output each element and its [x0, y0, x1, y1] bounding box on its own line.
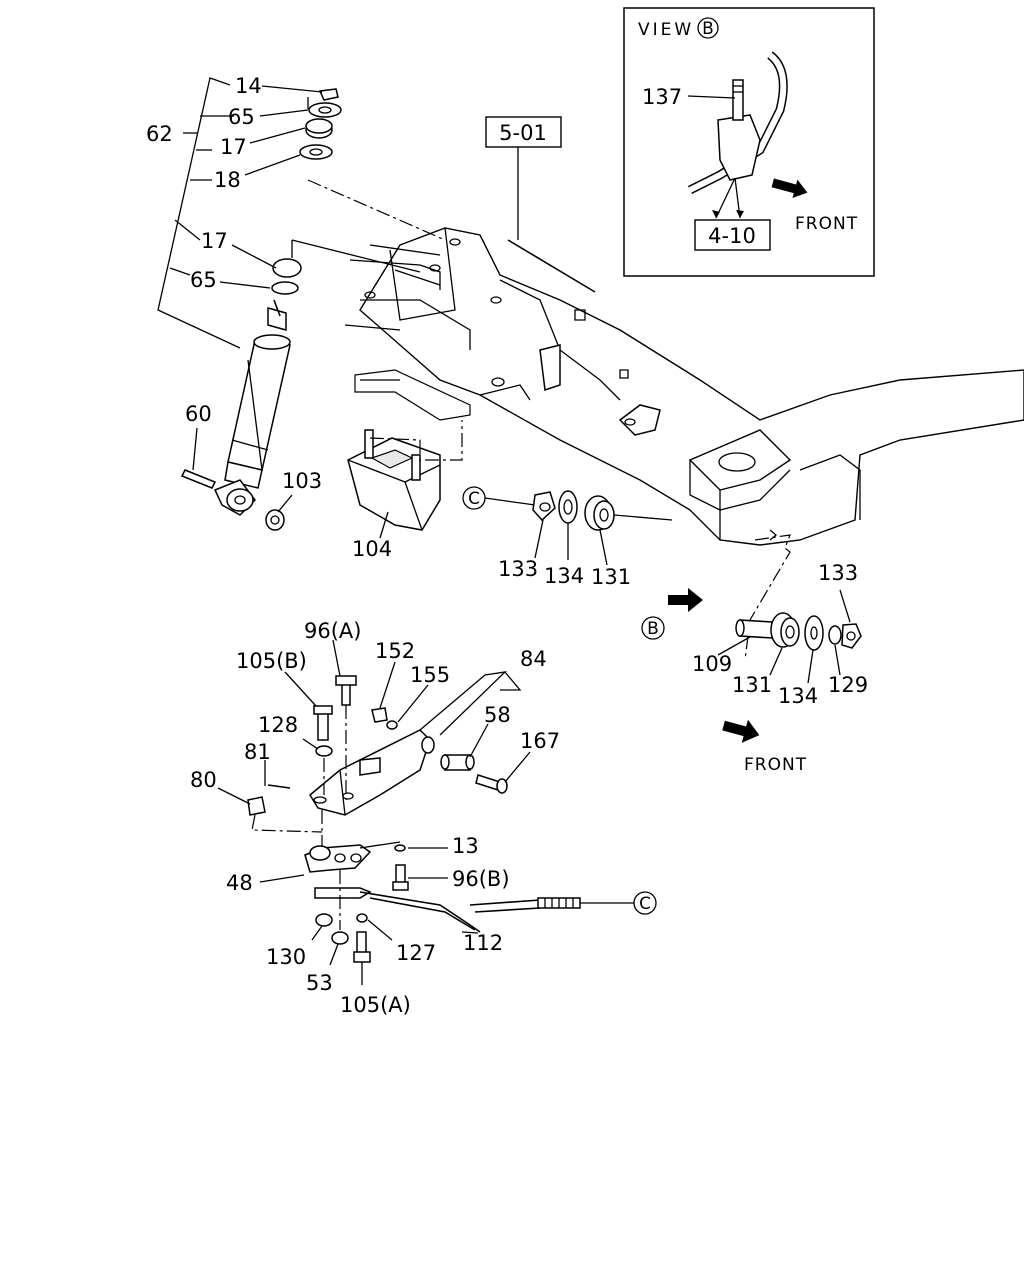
front-arrow-icon — [771, 178, 808, 198]
front-arrow-main-icon — [722, 719, 760, 743]
label-133a: 133 — [498, 557, 538, 581]
ref-5-01: 5-01 — [485, 116, 596, 293]
bump-stopper-104 — [347, 420, 463, 539]
washer-127 — [356, 913, 368, 923]
nut-130 — [315, 913, 333, 927]
clip-81 — [267, 784, 291, 789]
label-104: 104 — [352, 537, 392, 561]
marker-c-top: C — [468, 489, 480, 509]
label-133b: 133 — [818, 561, 858, 585]
label-48: 48 — [226, 871, 253, 895]
nut-152 — [371, 707, 388, 723]
view-b-inset: VIEW B 137 FRONT 4-10 — [623, 7, 875, 277]
label-62: 62 — [146, 122, 173, 146]
label-18: 18 — [214, 168, 241, 192]
marker-c-bottom: C — [639, 894, 651, 914]
marker-b: B — [647, 619, 659, 639]
washer-134b — [804, 615, 824, 651]
label-60: 60 — [185, 402, 212, 426]
label-14: 14 — [235, 74, 262, 98]
washer-65a — [308, 102, 342, 118]
label-13: 13 — [452, 834, 479, 858]
washer-13 — [394, 844, 406, 852]
label-130: 130 — [266, 945, 306, 969]
bushing-17b — [272, 258, 302, 278]
washer-129 — [828, 625, 842, 645]
label-127: 127 — [396, 941, 436, 965]
leader-lines-lower — [217, 639, 531, 985]
part-labels: 14 65 62 17 18 17 65 60 103 104 133 134 … — [146, 74, 868, 1017]
label-131a: 131 — [591, 565, 631, 589]
label-131b: 131 — [732, 673, 772, 697]
label-17b: 17 — [201, 229, 228, 253]
svg-text:5-01: 5-01 — [499, 121, 547, 145]
washer-65b — [271, 281, 299, 295]
view-letter: B — [702, 19, 714, 39]
nut-14 — [318, 88, 339, 101]
label-96a: 96(A) — [304, 619, 361, 643]
leader-lines-62 — [157, 77, 323, 513]
label-152: 152 — [375, 639, 415, 663]
lower-assembly: C — [247, 671, 657, 963]
label-65b: 65 — [190, 268, 217, 292]
nut-133a — [532, 491, 556, 522]
nut-53 — [331, 931, 349, 945]
label-128: 128 — [258, 713, 298, 737]
label-84: 84 — [520, 647, 547, 671]
label-105b: 105(B) — [236, 649, 307, 673]
arrow-b-icon — [668, 588, 703, 612]
label-105a: 105(A) — [340, 993, 411, 1017]
label-80: 80 — [190, 768, 217, 792]
sleeve-109 — [739, 619, 773, 639]
front-label-main: FRONT — [744, 755, 807, 775]
view-front-label: FRONT — [795, 214, 858, 234]
label-81: 81 — [244, 740, 271, 764]
nut-80 — [247, 796, 266, 816]
nut-103 — [265, 509, 285, 531]
label-134a: 134 — [544, 564, 584, 588]
parts-c-top: C — [462, 486, 673, 566]
frame-rail — [344, 227, 1024, 546]
label-65a: 65 — [228, 105, 255, 129]
label-134b: 134 — [778, 684, 818, 708]
washer-155 — [386, 720, 398, 730]
label-58: 58 — [484, 703, 511, 727]
washer-134a — [558, 490, 578, 524]
label-109: 109 — [692, 652, 732, 676]
label-155: 155 — [410, 663, 450, 687]
label-103: 103 — [282, 469, 322, 493]
label-137: 137 — [642, 85, 682, 109]
label-112: 112 — [463, 931, 503, 955]
label-167: 167 — [520, 729, 560, 753]
label-53: 53 — [306, 971, 333, 995]
label-17a: 17 — [220, 135, 247, 159]
shock-absorber — [180, 88, 446, 531]
washer-128 — [315, 745, 333, 757]
view-title: VIEW — [638, 20, 694, 40]
ref-4-10: 4-10 — [708, 224, 756, 248]
label-129: 129 — [828, 673, 868, 697]
bolt-60 — [180, 469, 217, 489]
parts-b-right: B FRONT — [641, 529, 862, 775]
nut-133b — [841, 623, 862, 649]
label-96b: 96(B) — [452, 867, 510, 891]
washer-18 — [299, 144, 333, 160]
